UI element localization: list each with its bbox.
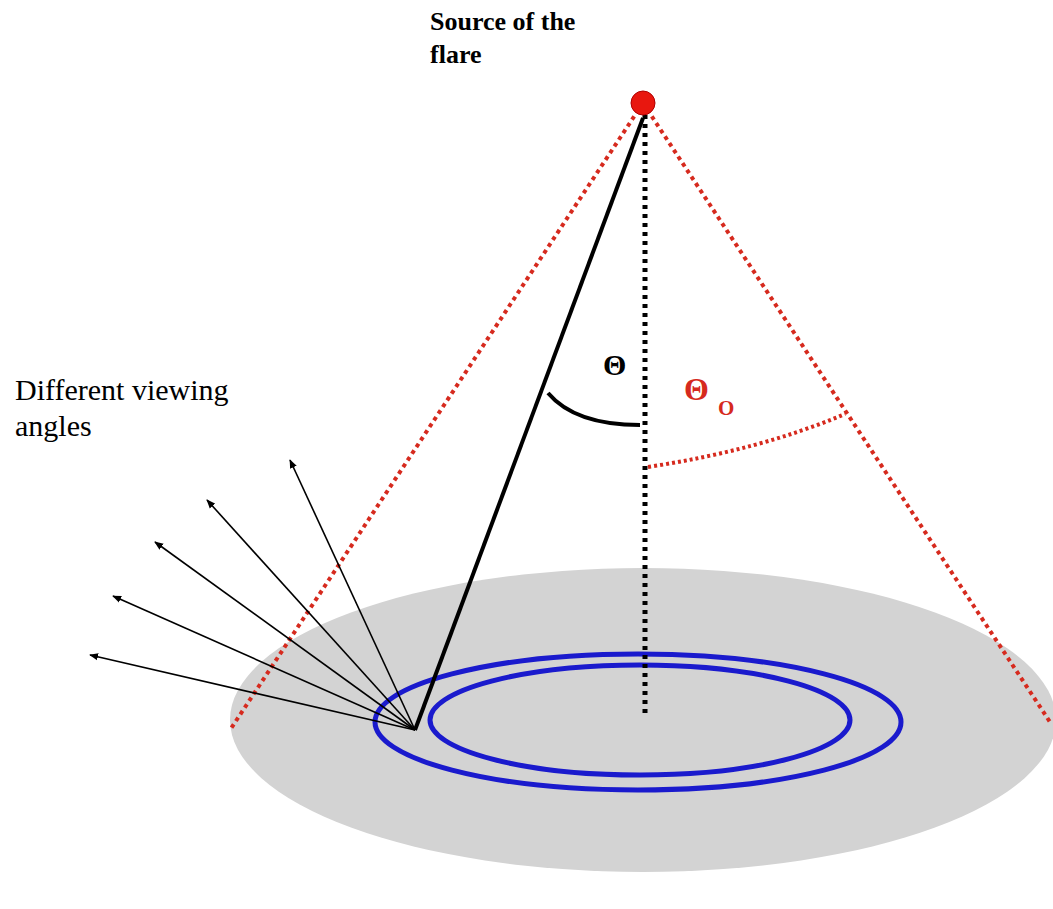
viewing-arrow: [207, 500, 415, 730]
cone-edge: [230, 103, 643, 730]
viewing-arrows: [90, 460, 415, 730]
angle-symbol: Θ: [603, 348, 626, 381]
flare-source: [631, 91, 655, 115]
viewing-angles-label: Different viewing angles: [15, 372, 285, 444]
viewing-arrow: [90, 655, 415, 730]
opening-angle-symbol: Θ: [684, 372, 709, 407]
viewing-arrow: [113, 596, 415, 730]
cone-edge: [643, 103, 1050, 722]
angle-arc: [548, 393, 640, 425]
opening-angle-arc: [648, 414, 845, 467]
viewing-arrow: [290, 460, 415, 730]
angle-subscript: O: [718, 397, 734, 420]
viewing-arrow: [155, 542, 415, 730]
inner-ring: [430, 665, 850, 775]
ground-disk: [230, 568, 1053, 872]
outer-ring: [375, 654, 901, 790]
cone-axis: [643, 115, 648, 718]
line-of-sight: [415, 118, 643, 730]
source-label: Source of the flare: [430, 6, 615, 71]
